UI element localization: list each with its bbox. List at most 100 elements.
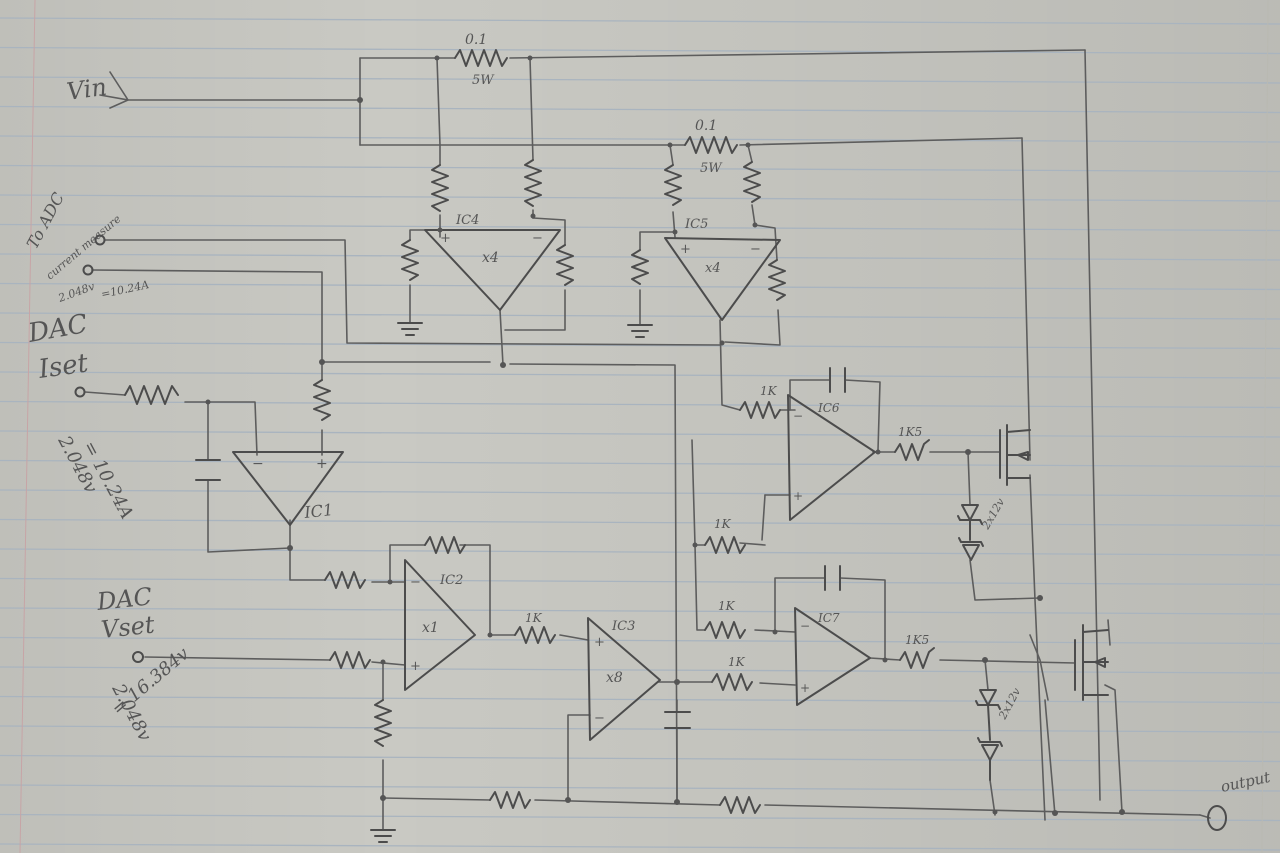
ic6-label: IC6: [817, 401, 840, 415]
ic7-output-resistor: [899, 647, 935, 669]
ic1-label: IC1: [302, 500, 334, 522]
mosfets: [999, 424, 1109, 701]
ic5-feedback-resistor: [768, 259, 786, 301]
ic3-minus: −: [594, 711, 605, 726]
ic4-minus-resistor: [524, 159, 542, 207]
ic3-input-resistor: [514, 626, 556, 644]
ic5-triangle: [664, 237, 781, 321]
ic6-plus: +: [793, 489, 803, 503]
zener-1b: [958, 537, 984, 561]
ic2-plus: +: [410, 659, 421, 674]
iset-input-resistor: [124, 385, 179, 405]
zener-diodes: [957, 504, 1003, 781]
ic1-triangle: [232, 451, 344, 526]
ruled-line: [0, 489, 1280, 497]
ic4-triangle: [424, 229, 561, 311]
mosfet-upper: [999, 424, 1031, 486]
ic7-plus: +: [800, 681, 810, 695]
ruled-line: [0, 135, 1280, 143]
ruled-line: [0, 843, 1280, 851]
ruled-line: [0, 164, 1280, 173]
wires: [84, 49, 1211, 831]
output-terminal: [1207, 805, 1227, 831]
shunt-resistor-1: [454, 49, 508, 67]
shunt1-value: 0.1: [465, 32, 487, 48]
ic3-feedback-resistor: [489, 791, 531, 809]
ruled-line: [0, 666, 1280, 674]
vin-label: Vin: [65, 73, 109, 106]
ground-symbols: [370, 322, 653, 843]
r-ic7-out-label: 1K5: [905, 633, 929, 647]
adc-scale-line2: =10.24A: [100, 278, 150, 301]
terminals: [74, 234, 1227, 831]
dac-iset-label-line2: Iset: [36, 348, 91, 385]
ic3-plus: +: [594, 635, 605, 650]
ruled-line: [0, 194, 1280, 202]
r-ic7-in2-label: 1K: [728, 655, 746, 669]
ic2-feedback-resistor: [424, 536, 466, 554]
mosfet-lower: [1074, 624, 1109, 701]
ruled-line: [0, 518, 1280, 527]
shunt-resistor-2: [684, 136, 738, 154]
ruled-line: [0, 754, 1280, 763]
ic4-plus: +: [440, 231, 451, 246]
ic7-triangle: [794, 607, 871, 706]
ic2-gain: x1: [422, 620, 439, 636]
ic2-minus: −: [410, 575, 421, 590]
text-labels: Vin To ADC current measure 2.048v =10.24…: [23, 32, 1273, 796]
r-ic7-in1-label: 1K: [718, 599, 736, 613]
ruled-line: [0, 105, 1280, 114]
zener-2b: [977, 737, 1003, 761]
zener1-label: 2x12v: [979, 495, 1008, 532]
ic7-minus: −: [800, 619, 810, 633]
ic1-plus: +: [316, 456, 328, 472]
ic5-gain: x4: [705, 261, 721, 276]
ic5-plus-resistor: [664, 164, 682, 206]
ruled-line: [0, 282, 1280, 291]
ic6-input-resistor: [739, 401, 781, 419]
output-label: output: [1219, 768, 1273, 796]
ic6-triangle: [787, 394, 876, 521]
shunt2-power: 5W: [700, 161, 723, 176]
r-ic6-fb-label: 1K: [714, 517, 732, 531]
margin-line: [19, 0, 36, 853]
ic5-ground-resistor: [631, 249, 649, 285]
shunt1-power: 5W: [472, 73, 495, 88]
ruled-line: [0, 459, 1280, 468]
r-ic6-in-label: 1K: [760, 384, 778, 398]
ic3-gain: x8: [606, 670, 623, 686]
ic6-minus: −: [793, 409, 803, 423]
output-sense-resistor: [719, 796, 761, 814]
ic4-label: IC4: [455, 213, 479, 228]
ic7-input-resistor-2: [711, 673, 753, 691]
r-ic6-out-label: 1K5: [898, 425, 922, 439]
ic3-label: IC3: [611, 619, 635, 634]
ruled-line: [0, 636, 1280, 645]
ruled-line: [0, 695, 1280, 704]
ic7-input-resistor-1: [704, 621, 746, 639]
ic1-plus-resistor: [313, 379, 331, 421]
ruled-line: [0, 725, 1280, 733]
vset-input-resistor: [329, 651, 371, 669]
ic7-label: IC7: [817, 611, 840, 625]
ic6-output-resistor: [894, 439, 930, 461]
ic4-feedback-resistor: [556, 244, 574, 286]
ic4-gain: x4: [482, 250, 499, 266]
ic5-label: IC5: [684, 217, 708, 232]
ruled-line: [0, 371, 1280, 379]
dac-vset-label-line2: Vset: [100, 610, 156, 643]
ic5-minus: −: [750, 242, 761, 257]
op-amps: [232, 229, 876, 741]
ruled-line: [0, 813, 1280, 822]
ruled-line: [0, 430, 1280, 438]
ruled-line: [0, 548, 1280, 556]
ic6-side-resistor: [704, 536, 746, 554]
ruled-line: [0, 46, 1280, 55]
ruled-line: [0, 784, 1280, 792]
adc-label-line1: To ADC: [23, 189, 68, 252]
ic4-ground-resistor: [401, 239, 419, 281]
ic3-triangle: [587, 617, 661, 741]
ruled-line: [0, 223, 1280, 232]
ic5-minus-resistor: [743, 161, 761, 203]
